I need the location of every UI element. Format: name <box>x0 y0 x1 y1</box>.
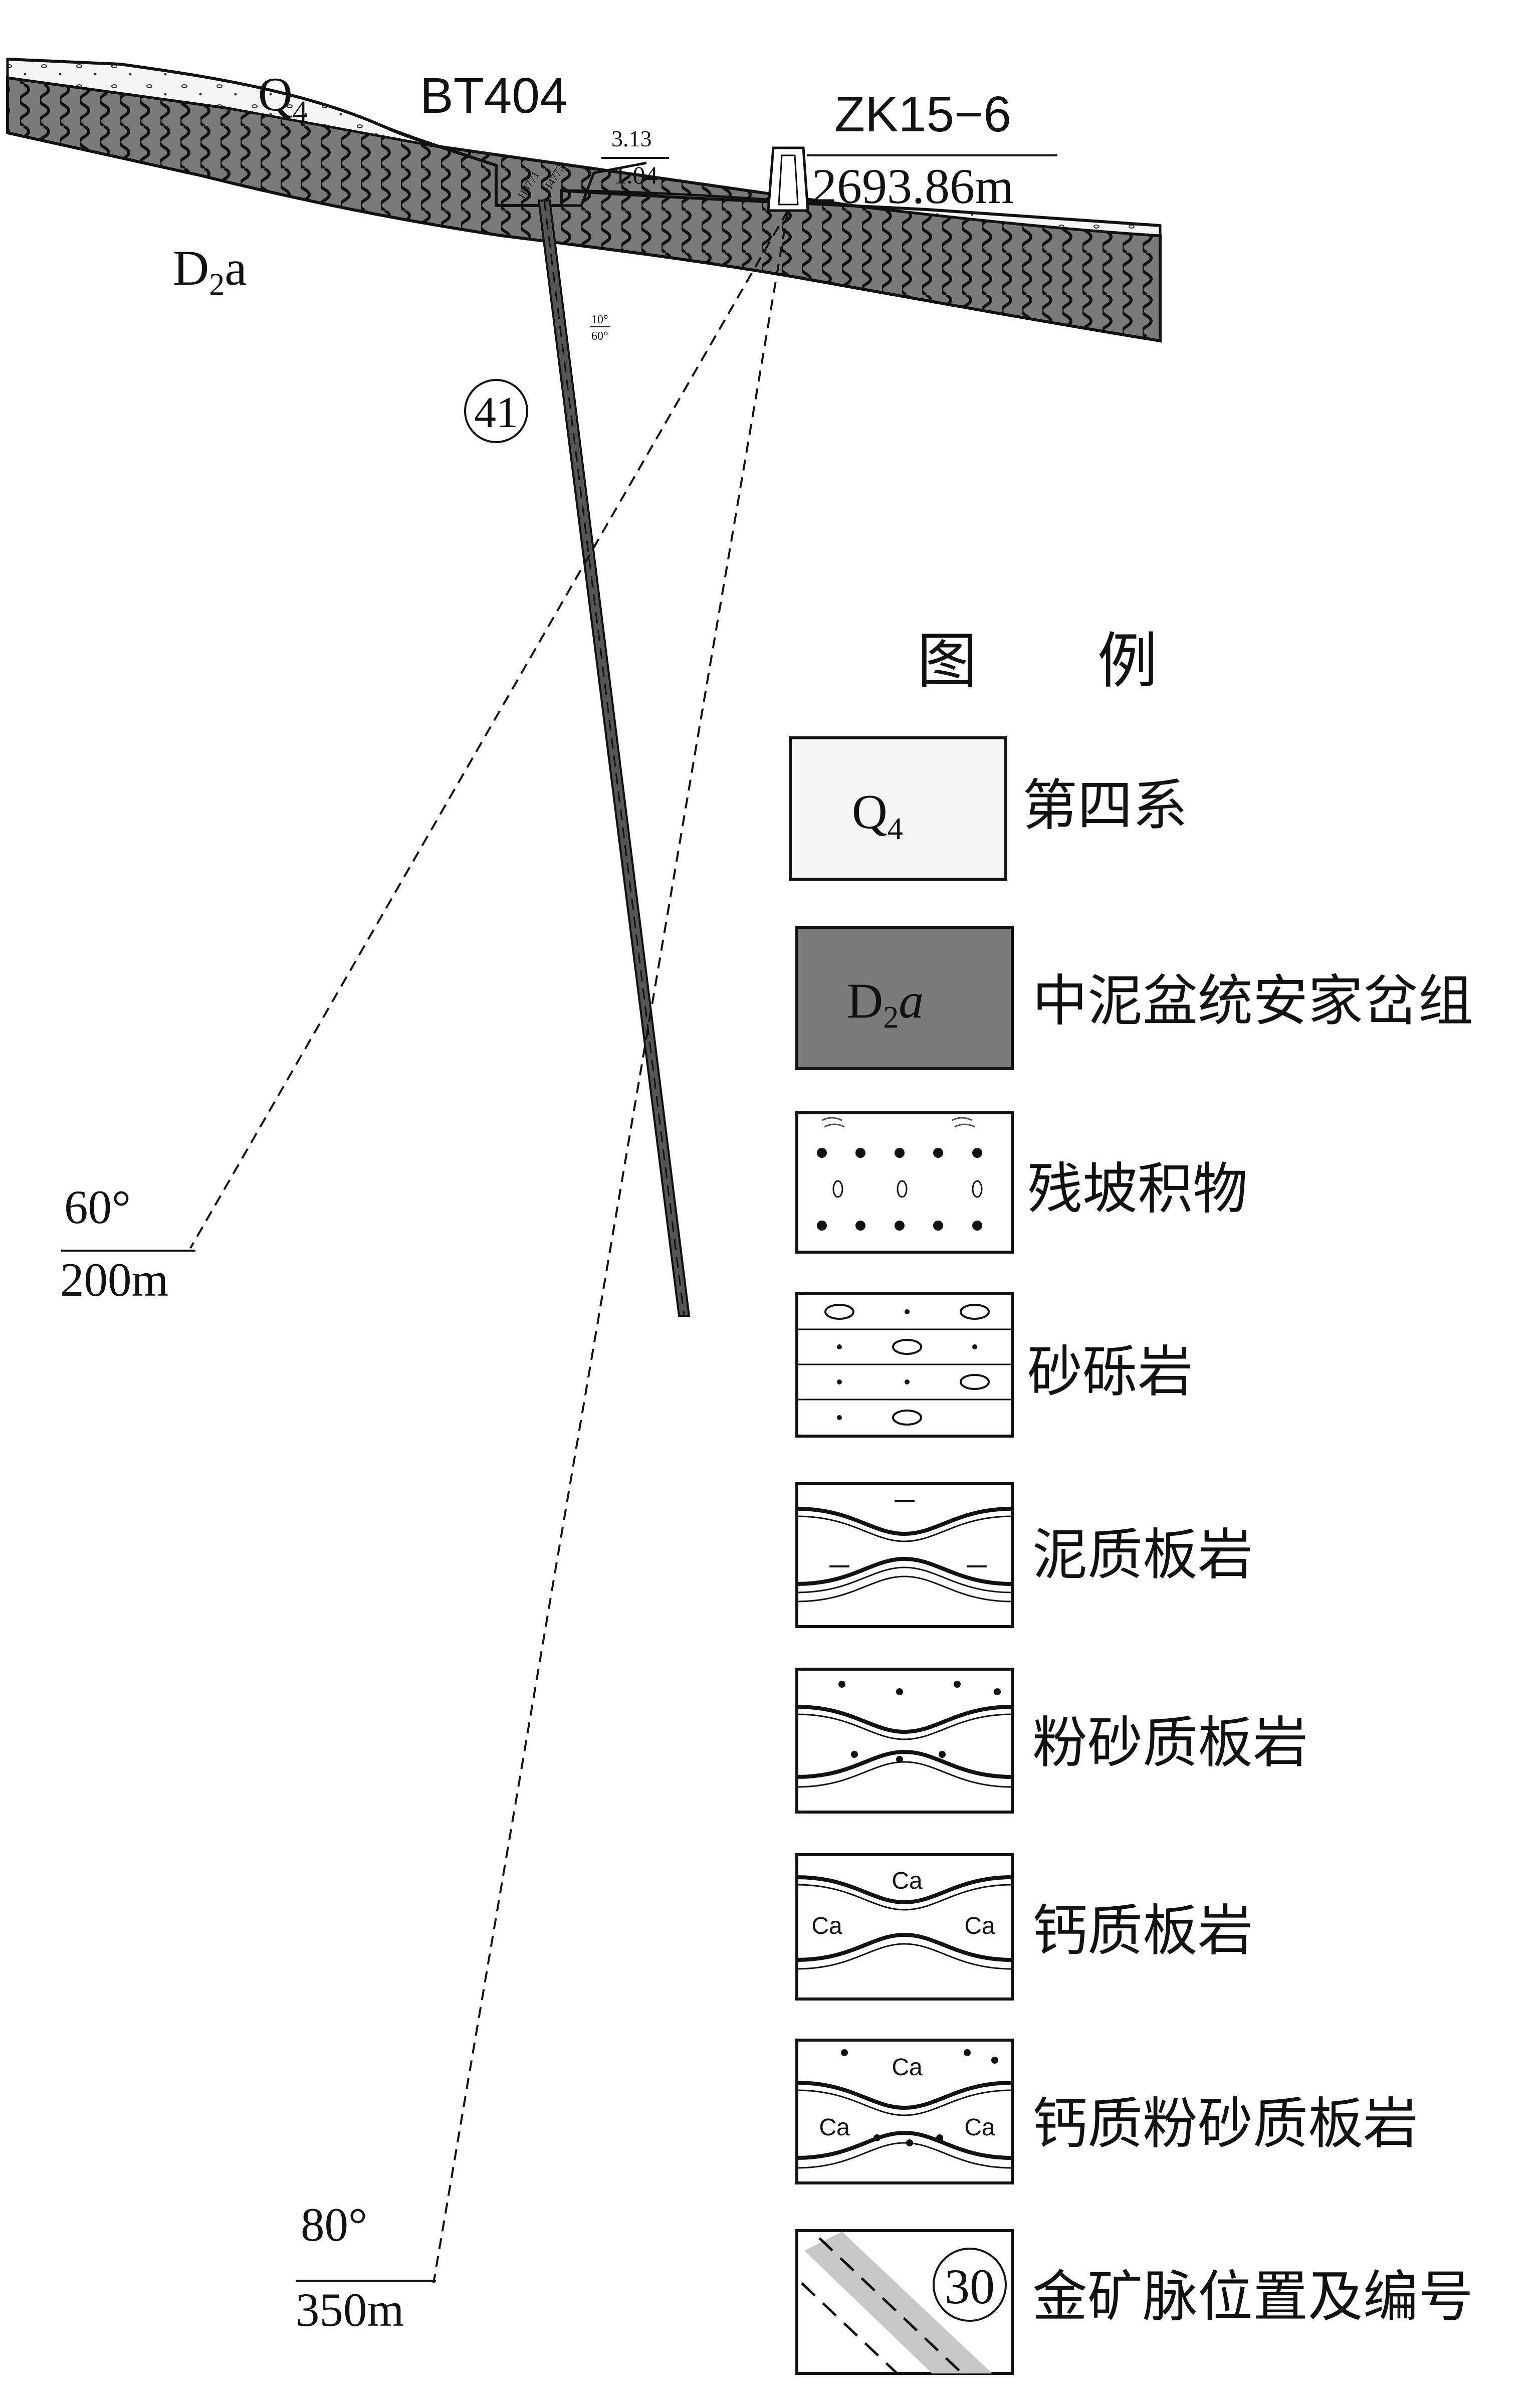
trench-id-label: BT404 <box>420 68 568 124</box>
dip-label-top: 10° <box>591 313 608 326</box>
legend-swatch-anjiafen <box>795 926 1014 1070</box>
hole-b-angle: 80° <box>301 2198 367 2251</box>
legend-symbol-ca-3: Ca <box>964 1913 995 1939</box>
legend-symbol-ca-2: Ca <box>811 1913 842 1939</box>
hole-a-depth: 200m <box>60 1253 168 1306</box>
legend-swatch-mud-slate <box>795 1482 1014 1628</box>
legend-swatch-calc-slate <box>795 1853 1014 2001</box>
cross-section: BT404 3.13 1.04 H4771 H4773 10° 60° Q4 D… <box>6 58 1162 2336</box>
legend-symbol-q4: Q4 <box>852 785 903 846</box>
legend-label-silty-slate: 粉砂质板岩 <box>1032 1711 1308 1775</box>
legend-label-glutenite: 砂砾岩 <box>1027 1340 1193 1404</box>
legend-label-calc-slate: 钙质板岩 <box>1032 1899 1253 1963</box>
legend-symbol-ca-4: Ca <box>892 2054 923 2081</box>
legend-label-eluvium: 残坡积物 <box>1027 1157 1248 1221</box>
legend-label-mud-slate: 泥质板岩 <box>1032 1523 1253 1587</box>
trench-value-bottom: 1.04 <box>614 161 658 189</box>
drill-id-label: ZK15−6 <box>834 86 1011 142</box>
legend-item-silty-slate: 粉砂质板岩 <box>795 1668 1308 1814</box>
legend-swatch-calc-silty-slate <box>795 2039 1014 2184</box>
hole-a-angle: 60° <box>64 1180 131 1234</box>
legend-swatch-silty-slate <box>795 1668 1014 1814</box>
legend-item-calc-slate: Ca Ca Ca 钙质板岩 <box>795 1853 1253 2001</box>
legend-item-quaternary: Q4 第四系 <box>789 736 1188 881</box>
d2a-slate-band <box>6 76 1162 343</box>
legend-item-eluvium: 残坡积物 <box>795 1111 1248 1254</box>
legend-vein-number: 30 <box>945 2259 995 2314</box>
legend-label-gold-vein: 金矿脉位置及编号 <box>1032 2265 1473 2329</box>
legend-vein-number-circle <box>933 2248 1007 2322</box>
vein-number-label: 41 <box>474 388 518 437</box>
trench-value-top: 3.13 <box>611 126 652 151</box>
planned-drill-holes: 60° 200m 80° 350m <box>60 210 789 2336</box>
legend-swatch-quaternary <box>789 736 1007 881</box>
legend: 图 例 Q4 第四系 D2a 中泥盆统安家岔组 <box>789 627 1473 2375</box>
vein-number-circle <box>464 379 528 443</box>
legend-label-anjiafen: 中泥盆统安家岔组 <box>1032 969 1473 1033</box>
legend-item-anjiafen: D2a 中泥盆统安家岔组 <box>795 926 1473 1070</box>
gold-vein-41: 41 <box>464 199 691 1317</box>
legend-item-gold-vein: 30 金矿脉位置及编号 <box>795 2229 1473 2375</box>
q4-unit-label: Q4 <box>258 68 308 128</box>
hole-b-depth: 350m <box>296 2283 404 2336</box>
legend-item-calc-silty-slate: Ca Ca Ca 钙质粉砂质板岩 <box>795 2039 1418 2184</box>
legend-label-calc-silty-slate: 钙质粉砂质板岩 <box>1032 2092 1418 2156</box>
legend-label-quaternary: 第四系 <box>1022 773 1188 838</box>
legend-item-glutenite: 砂砾岩 <box>795 1292 1193 1438</box>
dip-label-bottom: 60° <box>591 330 608 343</box>
drill-hole-zk15-6: ZK15−6 2693.86m <box>767 86 1057 214</box>
legend-symbol-ca-6: Ca <box>964 2114 995 2141</box>
legend-title: 图 例 <box>917 627 1158 696</box>
legend-symbol-ca-5: Ca <box>819 2114 850 2141</box>
d2a-unit-label: D2a <box>173 240 247 302</box>
drill-hole-80deg <box>432 210 789 2284</box>
legend-item-mud-slate: 泥质板岩 <box>795 1482 1253 1628</box>
drill-hole-60deg <box>189 210 789 1249</box>
drill-elevation-label: 2693.86m <box>812 158 1014 214</box>
legend-symbol-ca-1: Ca <box>892 1868 923 1894</box>
legend-symbol-d2a: D2a <box>847 973 924 1035</box>
